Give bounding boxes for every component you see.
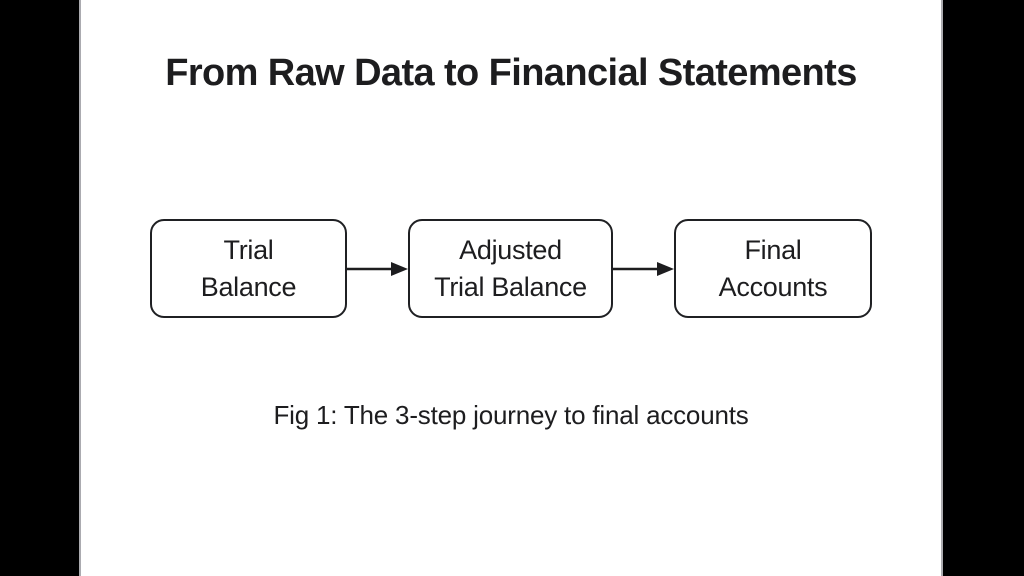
step-label-line: Trial (223, 234, 274, 265)
step-box-trial-balance: Trial Balance (150, 219, 347, 318)
step-label-line: Balance (200, 271, 297, 302)
arrow-right-icon (613, 261, 674, 276)
step-label-line: Accounts (718, 271, 828, 302)
flow-diagram: Trial Balance Adjusted Trial Balance Fin… (81, 219, 941, 318)
step-box-final-accounts: Final Accounts (674, 219, 872, 318)
step-label-line: Trial Balance (434, 271, 587, 302)
step-label-line: Final (744, 234, 802, 265)
slide-canvas: From Raw Data to Financial Statements Tr… (79, 0, 943, 576)
step-box-adjusted-trial-balance: Adjusted Trial Balance (408, 219, 613, 318)
arrow-right-icon (347, 261, 408, 276)
slide-title: From Raw Data to Financial Statements (165, 52, 857, 94)
step-label-line: Adjusted (459, 234, 562, 265)
figure-caption: Fig 1: The 3-step journey to final accou… (273, 400, 749, 430)
